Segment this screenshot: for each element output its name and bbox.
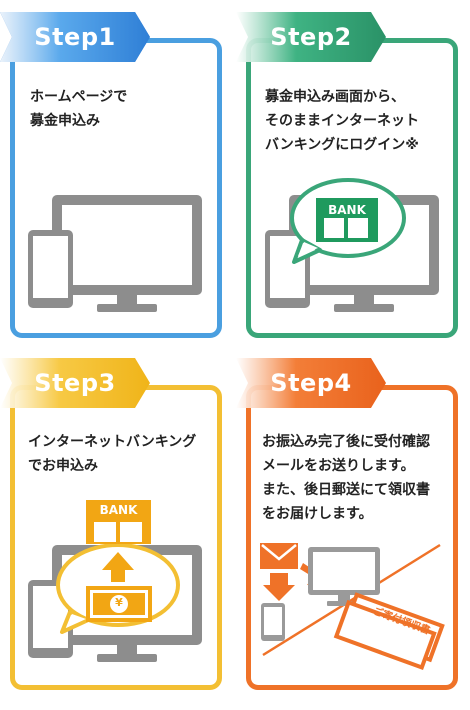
step4-line-4: をお届けします。 [262, 506, 373, 522]
step3-line-1: インターネットバンキング [28, 434, 197, 450]
step3-description: インターネットバンキング でお申込み [28, 430, 196, 478]
step4-line-3: また、後日郵送にて領収書 [262, 482, 430, 498]
step4-ribbon: Step4 [236, 358, 386, 408]
envelope-icon [260, 543, 298, 569]
step1-ribbon: Step1 [0, 12, 150, 62]
step2-line-2: そのままインターネット [265, 113, 419, 129]
step2-line-1: 募金申込み画面から、 [265, 89, 405, 105]
step4-line-1: お振込み完了後に受付確認 [262, 434, 430, 450]
computer-and-phone-icon [28, 195, 202, 312]
step2-label: Step2 [270, 23, 352, 51]
step3-label: Step3 [34, 369, 116, 397]
bank-label: BANK [99, 503, 138, 517]
bank-label: BANK [328, 203, 366, 217]
step4-description: お振込み完了後に受付確認 メールをお送りします。 また、後日郵送にて領収書 をお… [262, 430, 430, 526]
step1-label: Step1 [34, 23, 116, 51]
receipt-envelope-icon [333, 592, 445, 670]
step2-line-3: バンキングにログイン※ [265, 137, 419, 153]
step4-line-2: メールをお送りします。 [262, 458, 415, 474]
step3-ribbon: Step3 [0, 358, 150, 408]
mail-and-receipt-illustration [260, 543, 441, 657]
bank-transfer-icon [56, 500, 180, 634]
bank-speech-bubble-icon [290, 178, 406, 264]
step1-description: ホームページで 募金申込み [30, 85, 127, 133]
step1-line-1: ホームページで [30, 89, 128, 105]
step3-line-2: でお申込み [28, 458, 98, 474]
step4-label: Step4 [270, 369, 352, 397]
step2-ribbon: Step2 [236, 12, 386, 62]
yen-symbol: ¥ [115, 596, 123, 609]
step1-line-2: 募金申込み [30, 113, 100, 129]
step2-description: 募金申込み画面から、 そのままインターネット バンキングにログイン※ [265, 85, 419, 157]
